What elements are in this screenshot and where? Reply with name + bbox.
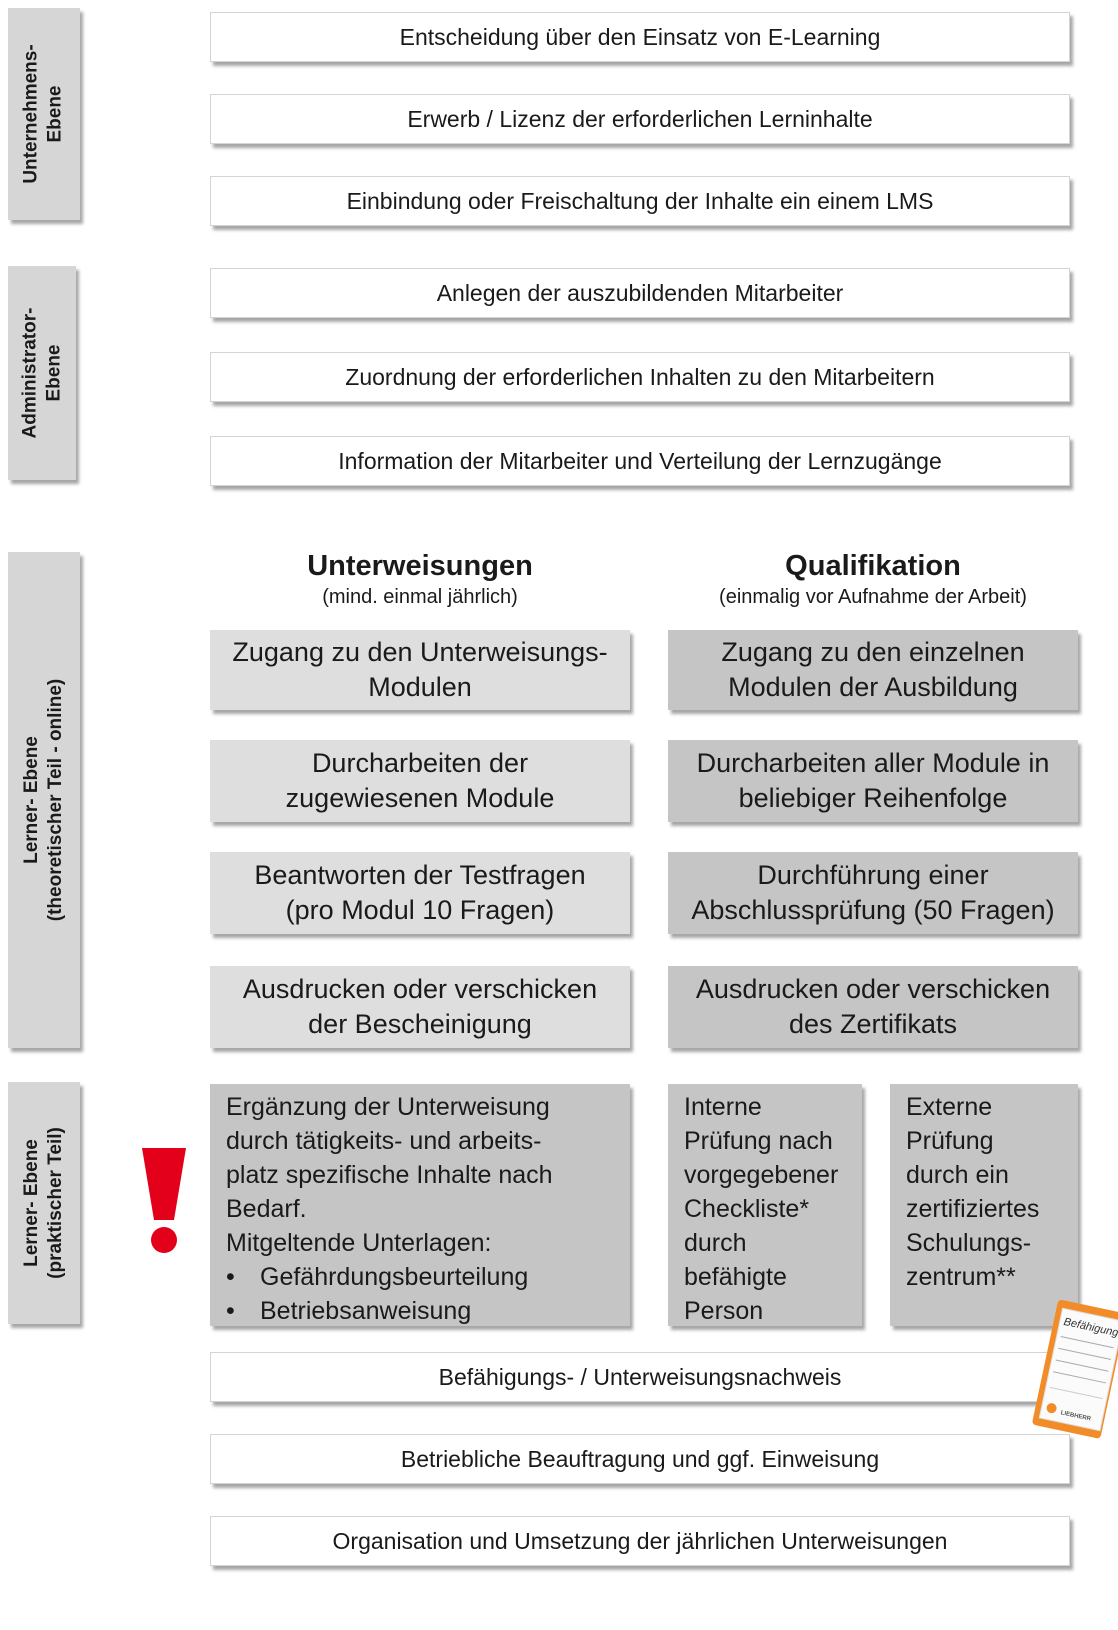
level-label-learner-practical-text: Lerner- Ebene (praktischer Teil) bbox=[21, 1127, 67, 1279]
admin-step-create-employees: Anlegen der auszubildenden Mitarbeiter bbox=[210, 268, 1070, 318]
related-documents-list: Gefährdungsbeurteilung Betriebsanweisung bbox=[226, 1260, 614, 1328]
level-label-learner-online-text: Lerner- Ebene (theoretischer Teil - onli… bbox=[21, 678, 66, 922]
level-label-admin-text: Administrator- Ebene bbox=[19, 307, 64, 439]
final-step-assignment: Betriebliche Beauftragung und ggf. Einwe… bbox=[210, 1434, 1070, 1484]
list-item: Betriebsanweisung bbox=[226, 1294, 614, 1328]
column-title-instructions: Unterweisungen bbox=[307, 550, 533, 582]
level-label-admin: Administrator- Ebene bbox=[8, 266, 76, 480]
instruction-step-access: Zugang zu den Unterweisungs-Modulen bbox=[210, 630, 630, 710]
instruction-step-test: Beantworten der Testfragen(pro Modul 10 … bbox=[210, 852, 630, 934]
final-step-proof: Befähigungs- / Unterweisungsnachweis bbox=[210, 1352, 1070, 1402]
column-title-qualification: Qualifikation bbox=[785, 550, 961, 582]
practical-supplement-box: Ergänzung der Unterweisung durch tätigke… bbox=[210, 1084, 630, 1328]
column-header-qualification: Qualifikation (einmalig vor Aufnahme der… bbox=[668, 548, 1078, 610]
internal-exam-box: Interne Prüfung nach vorgegebener Checkl… bbox=[668, 1084, 862, 1326]
level-label-company: Unternehmens- Ebene bbox=[8, 8, 80, 220]
final-step-annual-instructions: Organisation und Umsetzung der jährliche… bbox=[210, 1516, 1070, 1566]
certificate-image: Befähigung LIEBHERR bbox=[1032, 1300, 1118, 1439]
column-subtitle-qualification: (einmalig vor Aufnahme der Arbeit) bbox=[719, 586, 1027, 608]
company-step-license: Erwerb / Lizenz der erforderlichen Lerni… bbox=[210, 94, 1070, 144]
external-exam-box: Externe Prüfung durch ein zertifiziertes… bbox=[890, 1084, 1078, 1326]
level-label-learner-online: Lerner- Ebene (theoretischer Teil - onli… bbox=[8, 552, 80, 1048]
company-step-decision: Entscheidung über den Einsatz von E-Lear… bbox=[210, 12, 1070, 62]
admin-step-inform-employees: Information der Mitarbeiter und Verteilu… bbox=[210, 436, 1070, 486]
level-label-learner-practical: Lerner- Ebene (praktischer Teil) bbox=[8, 1082, 80, 1324]
level-label-company-text: Unternehmens- Ebene bbox=[21, 44, 67, 184]
admin-step-assign-content: Zuordnung der erforderlichen Inhalten zu… bbox=[210, 352, 1070, 402]
company-step-lms: Einbindung oder Freischaltung der Inhalt… bbox=[210, 176, 1070, 226]
column-header-instructions: Unterweisungen (mind. einmal jährlich) bbox=[210, 548, 630, 610]
exclamation-icon bbox=[142, 1148, 186, 1253]
list-item: Gefährdungsbeurteilung bbox=[226, 1260, 614, 1294]
column-subtitle-instructions: (mind. einmal jährlich) bbox=[322, 586, 518, 608]
